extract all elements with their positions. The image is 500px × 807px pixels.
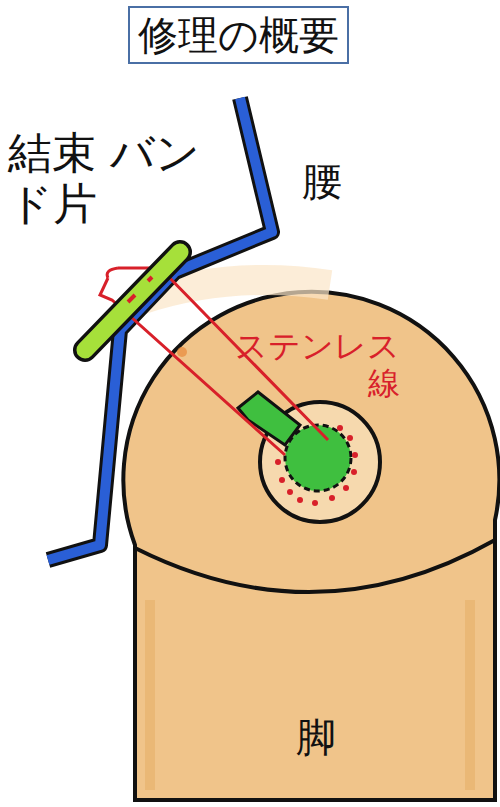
wire-label: ステンレス 線 [228,328,400,402]
part-label: 腰 [302,158,342,204]
title-box: 修理の概要 [128,6,349,64]
part-label: 結束 バンド片 [8,128,208,229]
part-label: 脚 [296,714,336,760]
cable-tie-piece [85,252,180,350]
leg [123,280,499,800]
